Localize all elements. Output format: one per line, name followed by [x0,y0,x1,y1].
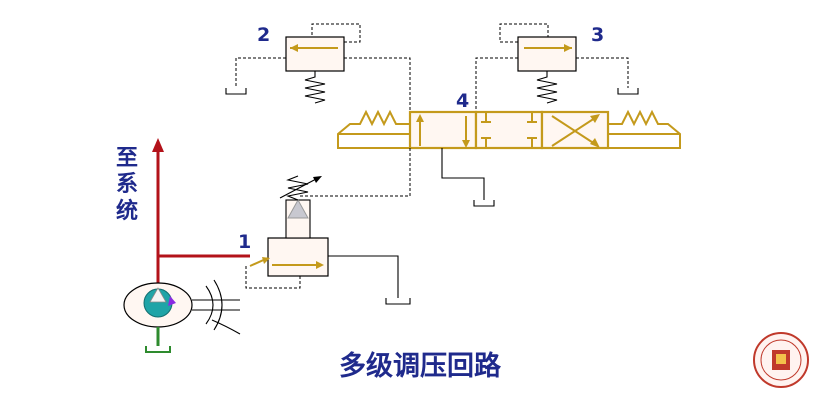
relief-valve-3 [475,23,639,112]
pump-drive-arc [213,279,223,331]
university-seal-icon [753,332,809,388]
pump-outlet-arrow [149,287,167,303]
valve-1-spring [286,175,309,201]
valve-2-spring [304,71,326,104]
valve-3-to-directional [475,57,518,112]
relief-valve-1 [245,175,411,305]
valve-4-left-actuator [337,109,411,149]
valve-3-to-tank [576,57,629,88]
pump-tank [145,346,171,353]
valve-4-pilot-line [300,148,411,197]
valve-2-pilot [311,23,361,43]
label-valve-1: 1 [238,231,251,253]
valve-1-pilot-cone [287,198,309,219]
label-valve-4: 4 [456,90,469,112]
directional-valve-4 [300,109,681,207]
valve-1-tank [385,298,411,305]
valve-1-adjust-arrow [279,177,319,199]
valve-4-to-tank [441,148,485,200]
hydraulic-pump [123,279,241,353]
valve-3-pilot [499,23,549,43]
valve-2-arrowhead [290,44,298,52]
valve-3-tank [617,88,639,95]
valve-2-to-tank [235,57,286,88]
valve-3-arrowhead [564,44,572,52]
valve-1-drain [245,264,301,289]
label-to-system-3: 统 [116,198,138,224]
valve-2-body [285,36,345,72]
diagram-title: 多级调压回路 [339,350,502,382]
valve-1-body [267,237,329,277]
label-valve-2: 2 [257,24,270,46]
pressure-line [152,138,250,288]
valve-3-spring [536,71,558,104]
label-to-system-1: 至 [116,145,138,171]
valve-3-body [517,36,577,72]
label-to-system-2: 系 [116,171,138,197]
pump-drive-shaft [192,299,240,311]
valve-2-tank [225,88,247,95]
valve-4-tank [473,200,495,207]
pressure-line-arrowhead [152,138,164,152]
valve-4-right-actuator [607,109,681,149]
pump-rotation-arrow [168,296,176,306]
valve-1-to-tank [328,255,399,298]
label-valve-3: 3 [591,24,604,46]
pump-drive-arc-2 [205,285,214,325]
pump-drive-curve [211,319,241,335]
valve-2-to-directional [344,57,411,112]
relief-valve-2 [225,23,411,112]
